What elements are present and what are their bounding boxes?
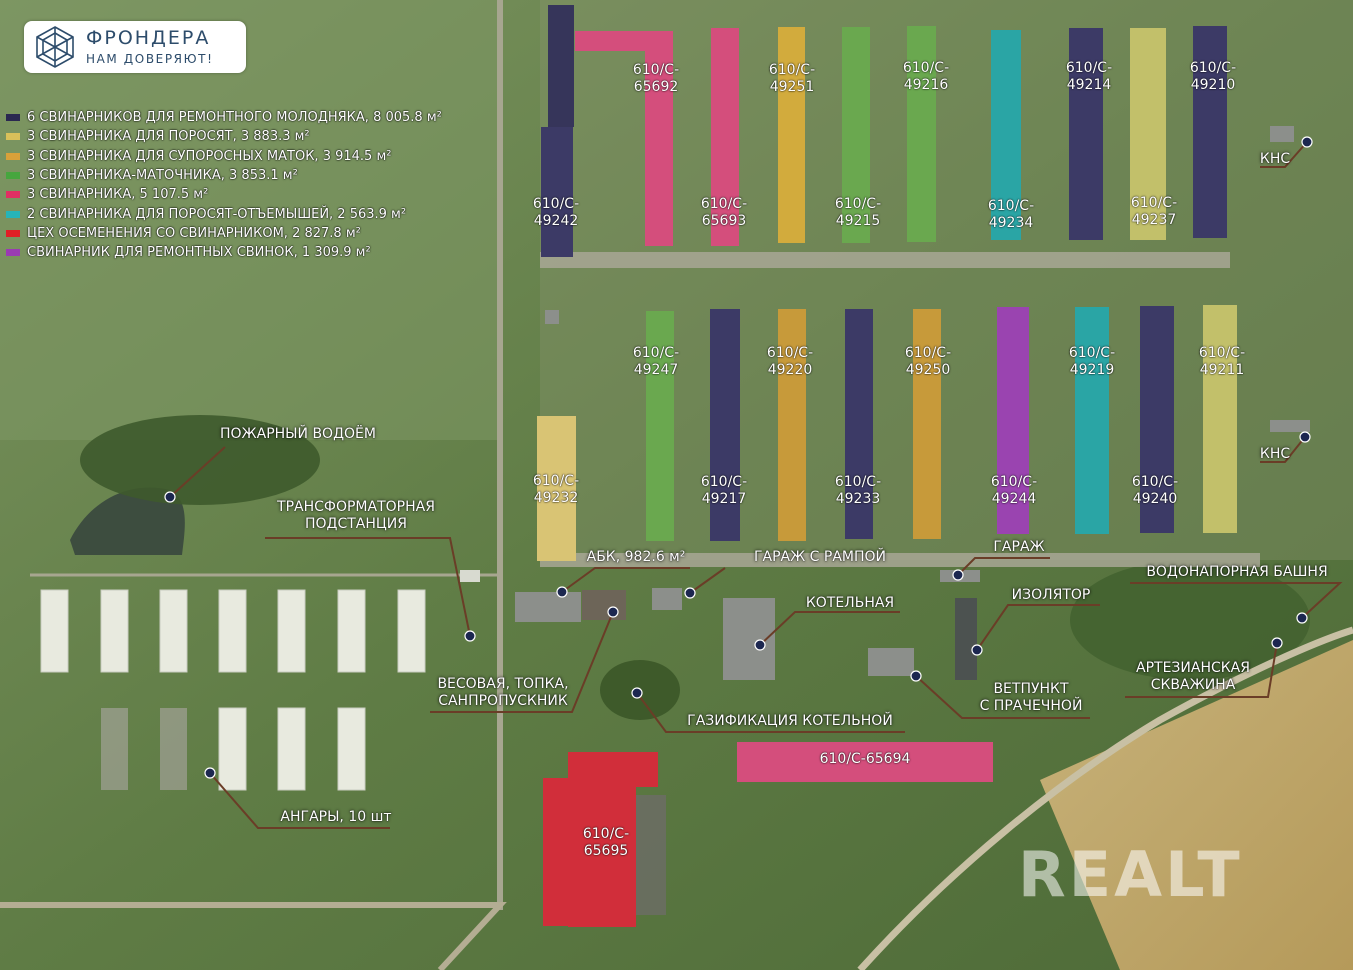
callout-label: ВЕСОВАЯ, ТОПКА, САНПРОПУСКНИК [437, 676, 569, 709]
building-label: 610/С- 49216 [902, 60, 950, 93]
building-label: 610/С- 49237 [1130, 195, 1178, 228]
realt-watermark: REALT [1018, 838, 1243, 911]
building-label: 610/С- 65693 [700, 196, 748, 229]
building-label: 610/С- 49244 [990, 474, 1038, 507]
callout-label: ПОЖАРНЫЙ ВОДОЁМ [220, 426, 376, 442]
logo-name: ФРОНДЕРА [86, 27, 211, 49]
legend-swatch [6, 172, 20, 180]
legend-label: ЦЕХ ОСЕМЕНЕНИЯ СО СВИНАРНИКОМ, 2 827.8 м… [27, 225, 361, 241]
callout-label: ТРАНСФОРМАТОРНАЯ ПОДСТАНЦИЯ [277, 499, 435, 532]
building-label: 610/С-65694 [819, 751, 911, 767]
legend-label: 2 СВИНАРНИКА ДЛЯ ПОРОСЯТ-ОТЪЕМЫШЕЙ, 2 56… [27, 206, 407, 222]
callout-label: ИЗОЛЯТОР [1011, 587, 1091, 603]
callout-label: КОТЕЛЬНАЯ [805, 595, 895, 611]
building-label: 610/С- 49233 [834, 474, 882, 507]
logo-icon [36, 26, 74, 68]
legend: 6 СВИНАРНИКОВ ДЛЯ РЕМОНТНОГО МОЛОДНЯКА, … [6, 108, 442, 262]
legend-label: 3 СВИНАРНИКА ДЛЯ СУПОРОСНЫХ МАТОК, 3 914… [27, 148, 392, 164]
legend-item: 3 СВИНАРНИКА ДЛЯ ПОРОСЯТ, 3 883.3 м² [6, 127, 442, 146]
legend-label: 3 СВИНАРНИКА, 5 107.5 м² [27, 187, 209, 203]
building-label: 610/С- 49242 [532, 196, 580, 229]
callout-label: КНС [1259, 151, 1291, 167]
building-label: 610/С- 49215 [834, 196, 882, 229]
legend-swatch [6, 152, 20, 160]
legend-swatch [6, 229, 20, 237]
legend-label: 3 СВИНАРНИКА ДЛЯ ПОРОСЯТ, 3 883.3 м² [27, 129, 310, 145]
callout-label: ГАЗИФИКАЦИЯ КОТЕЛЬНОЙ [687, 713, 893, 729]
legend-item: 3 СВИНАРНИКА, 5 107.5 м² [6, 185, 442, 204]
building-label: 610/С- 49220 [766, 345, 814, 378]
building-label: 610/С- 65692 [632, 62, 680, 95]
legend-item: ЦЕХ ОСЕМЕНЕНИЯ СО СВИНАРНИКОМ, 2 827.8 м… [6, 224, 442, 243]
building-label: 610/С- 49217 [700, 474, 748, 507]
callout-label: КНС [1259, 446, 1291, 462]
building-label: 610/С- 49240 [1131, 474, 1179, 507]
callout-label: АРТЕЗИАНСКАЯ СКВАЖИНА [1136, 660, 1250, 693]
building-label: 610/С- 49247 [632, 345, 680, 378]
callout-label: ВЕТПУНКТ С ПРАЧЕЧНОЙ [979, 681, 1083, 714]
building-label: 610/С- 49211 [1198, 345, 1246, 378]
legend-label: СВИНАРНИК ДЛЯ РЕМОНТНЫХ СВИНОК, 1 309.9 … [27, 245, 371, 261]
callout-label: АНГАРЫ, 10 шт [280, 809, 392, 825]
legend-swatch [6, 210, 20, 218]
callout-label: ГАРАЖ С РАМПОЙ [753, 549, 886, 565]
legend-item: 2 СВИНАРНИКА ДЛЯ ПОРОСЯТ-ОТЪЕМЫШЕЙ, 2 56… [6, 204, 442, 223]
building-label: 610/С- 49232 [532, 473, 580, 506]
callout-label: ГАРАЖ [993, 539, 1045, 555]
barn-shapes [541, 5, 1227, 257]
legend-swatch [6, 133, 20, 141]
callout-label: АБК, 982.6 м² [586, 549, 686, 565]
building-label: 610/С- 49251 [768, 62, 816, 95]
legend-swatch [6, 249, 20, 257]
logo-slogan: НАМ ДОВЕРЯЮТ! [86, 52, 214, 66]
building-label: 610/С- 49234 [987, 198, 1035, 231]
legend-label: 6 СВИНАРНИКОВ ДЛЯ РЕМОНТНОГО МОЛОДНЯКА, … [27, 110, 442, 126]
legend-item: 3 СВИНАРНИКА-МАТОЧНИКА, 3 853.1 м² [6, 166, 442, 185]
building-label: 610/С- 65695 [582, 826, 630, 859]
legend-label: 3 СВИНАРНИКА-МАТОЧНИКА, 3 853.1 м² [27, 168, 298, 184]
legend-item: 6 СВИНАРНИКОВ ДЛЯ РЕМОНТНОГО МОЛОДНЯКА, … [6, 108, 442, 127]
building-label: 610/С- 49210 [1189, 60, 1237, 93]
building-label: 610/С- 49214 [1065, 60, 1113, 93]
legend-swatch [6, 191, 20, 199]
building-label: 610/С- 49250 [904, 345, 952, 378]
legend-swatch [6, 114, 20, 122]
building-label: 610/С- 49219 [1068, 345, 1116, 378]
callout-label: ВОДОНАПОРНАЯ БАШНЯ [1146, 564, 1328, 580]
legend-item: СВИНАРНИК ДЛЯ РЕМОНТНЫХ СВИНОК, 1 309.9 … [6, 243, 442, 262]
legend-item: 3 СВИНАРНИКА ДЛЯ СУПОРОСНЫХ МАТОК, 3 914… [6, 147, 442, 166]
company-logo: ФРОНДЕРА НАМ ДОВЕРЯЮТ! [24, 21, 246, 73]
